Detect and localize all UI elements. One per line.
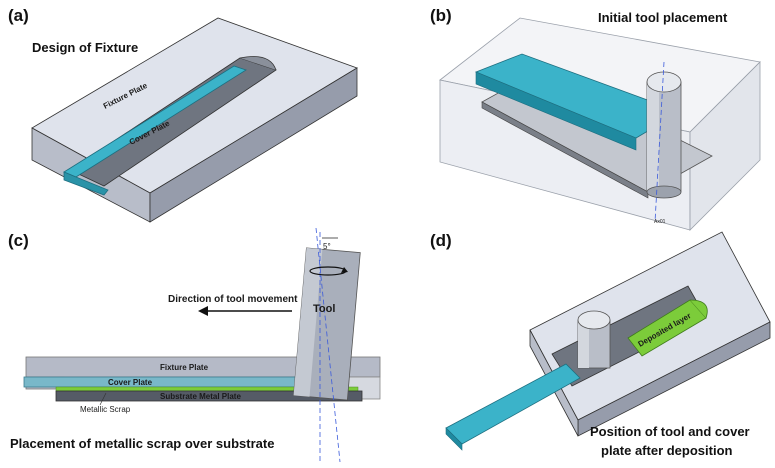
panel-d: (d) Deposited layer Position of tool and… xyxy=(430,231,771,458)
panel-c-caption: Placement of metallic scrap over substra… xyxy=(10,436,274,451)
substrate-label: Substrate Metal Plate xyxy=(160,392,241,401)
tool-highlight-b xyxy=(647,82,659,192)
tool-label: Tool xyxy=(313,303,335,315)
direction-label: Direction of tool movement xyxy=(168,294,298,305)
panel-b: (b) Initial tool placement Ax01 xyxy=(430,6,761,231)
panel-b-caption: Initial tool placement xyxy=(598,10,728,25)
panel-d-caption-line1: Position of tool and cover xyxy=(590,424,750,439)
substrate-plate-c xyxy=(55,390,363,402)
tool-highlight-c xyxy=(293,247,323,397)
tool-c xyxy=(293,247,361,401)
panel-d-label: (d) xyxy=(430,231,452,250)
scrap-leader xyxy=(99,392,107,406)
scrap-label: Metallic Scrap xyxy=(80,405,131,414)
tool-axis-b xyxy=(654,61,665,223)
panel-d-caption-line2: plate after deposition xyxy=(601,443,733,458)
cover-plate-tab xyxy=(63,171,109,196)
panel-c-label: (c) xyxy=(8,231,29,250)
panel-c: (c) Fixture Plate Cover Plate Substrate … xyxy=(8,227,381,463)
fixture-plate-c-label: Fixture Plate xyxy=(160,363,209,372)
tool-axis-c xyxy=(315,227,341,463)
angle-label: 5° xyxy=(323,242,331,251)
rotation-arrowhead xyxy=(341,267,348,273)
slot-round-end xyxy=(239,56,277,71)
cover-plate-c-label: Cover Plate xyxy=(108,378,153,387)
tool-bottom-b xyxy=(646,185,682,199)
fixture-side-face xyxy=(149,67,358,223)
deposited-layer-end xyxy=(689,299,708,319)
tool-top-d xyxy=(577,310,611,330)
direction-arrowhead xyxy=(198,306,208,316)
cover-plate-c xyxy=(23,376,325,388)
panel-a-caption: Design of Fixture xyxy=(32,40,138,55)
axis-tag: Ax01 xyxy=(654,219,666,225)
panel-a: (a) Design of Fixture Fixture Plate Cove… xyxy=(8,6,358,223)
panel-b-label: (b) xyxy=(430,6,452,25)
tool-top-b xyxy=(646,71,682,93)
substrate-edge xyxy=(481,101,649,199)
panel-a-label: (a) xyxy=(8,6,29,25)
fixture-box-side xyxy=(689,61,761,231)
cover-plate-d-edge xyxy=(445,427,463,451)
cover-plate-d xyxy=(445,363,581,445)
cover-plate-b-edge xyxy=(475,71,637,151)
tool-highlight-d xyxy=(578,320,589,368)
